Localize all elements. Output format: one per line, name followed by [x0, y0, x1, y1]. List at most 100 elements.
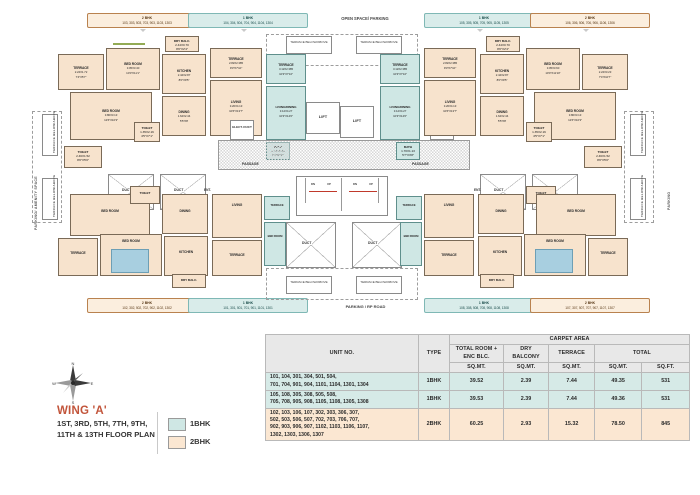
- unit-line: 1302, 1303, 1306, 1307: [270, 431, 324, 438]
- room-dim-m: 2.44X2.87: [177, 73, 191, 78]
- room-dim-m: 2.82X2.385: [229, 61, 243, 66]
- unit-line: 105, 108, 305, 308, 505, 508,: [270, 391, 337, 398]
- room-dim-m: 2.46X1.52: [76, 153, 90, 158]
- room-dim-ft: 8'0"X5'0": [77, 157, 89, 162]
- table-row: 105, 108, 305, 308, 505, 508, 705, 708, …: [265, 389, 690, 409]
- svg-text:E: E: [91, 381, 94, 386]
- callout-units: 103, 303, 503, 703, 903, 1103, 1303: [122, 20, 172, 25]
- lift-left: LIFT: [306, 102, 340, 134]
- room-dim-ft: 10'6"X13'7": [229, 109, 243, 114]
- lift-label: LIFT: [352, 118, 362, 123]
- room-dim-m: 2.46X1.52: [596, 153, 610, 158]
- room-name: TERRACE: [228, 57, 244, 61]
- terrace-top-left-2: TERRACE 2.82X2.385 9'3"X7'10": [210, 48, 262, 78]
- living-bottom-right: LIVING: [424, 194, 474, 238]
- room-dim-m: 3.05X3.60: [546, 66, 560, 71]
- room-name: BED ROOM: [102, 109, 120, 113]
- bedroom-top-left: BED ROOM 3.05X3.40 10'0"X11'1": [106, 43, 160, 90]
- site-boundary-top: [266, 34, 418, 66]
- room-dim-ft: 10'3"X14'0": [279, 113, 293, 118]
- terrace-below-above-top-left: TERRACE BELOW/ABOVE: [286, 36, 332, 54]
- room-dim-ft: 10'3"X7'10": [393, 72, 407, 77]
- site-label-bottom: PARKING / RP ROAD: [345, 304, 386, 309]
- room-dim-ft: 7'4"X5'7": [75, 75, 87, 80]
- table-cell-terrace: 7.44: [548, 389, 595, 409]
- room-name: TERRACE: [70, 251, 86, 255]
- room-name: DRY BALC.: [488, 278, 506, 282]
- room-dim-m: 1.64X2.44: [177, 114, 191, 119]
- terrace-bottom-left: TERRACE: [58, 238, 98, 276]
- room-name: TERRACE: [392, 63, 408, 67]
- callout-pointer: [583, 29, 589, 32]
- terrace-mid-left: TERRACE 3.12X2.385 10'3"X7'10": [266, 54, 306, 84]
- callout-bottom-1: 2 BHK 102, 302, 502, 702, 902, 1102, 130…: [87, 298, 207, 313]
- callout-bottom-2: 1 BHK 101, 301, 501, 701, 901, 1101, 130…: [188, 298, 308, 313]
- callout-type: 2 BHK: [584, 300, 596, 305]
- room-dim-ft: 8'0"X5'0": [597, 157, 609, 162]
- callout-type: 1 BHK: [242, 15, 254, 20]
- site-boundary-bottom: [266, 268, 418, 300]
- duct-center-left: [286, 222, 336, 268]
- terrace-core-right: TERRACE: [396, 196, 422, 220]
- dry-balcony-bottom-right: DRY BALC.: [480, 274, 514, 288]
- table-cell-terrace: 15.32: [548, 407, 595, 442]
- room-name: BATH: [403, 145, 413, 149]
- room-dim-ft: 4'5"X7'1": [533, 133, 545, 138]
- table-cell-total-sqft: 845: [641, 407, 690, 442]
- table-cell-total-sqmt: 78.50: [593, 407, 643, 442]
- terrace-below-label: TERRACE BELOW/ABOVE: [52, 110, 56, 153]
- room-dim-m: 1.35X2.16: [140, 129, 154, 134]
- dry-balcony-bottom-left: DRY BALC.: [172, 274, 206, 288]
- terrace-below-label: TERRACE BELOW/ABOVE: [360, 40, 398, 44]
- table-cell-total-room: 39.52: [449, 372, 504, 391]
- room-name: LIVING: [231, 203, 243, 207]
- callout-type: 2 BHK: [584, 15, 596, 20]
- room-name: DRY BALC.: [173, 39, 191, 43]
- entrance-label-right: ENT.: [474, 188, 481, 192]
- table-header-total-room: TOTAL ROOM + ENC BLC.: [449, 344, 504, 363]
- room-dim-m: 3.12X4.27: [393, 109, 407, 114]
- room-name: TOILET: [533, 126, 545, 130]
- terrace-below-label: TERRACE BELOW/ABOVE: [640, 110, 644, 153]
- room-dim-ft: 5'7"X3'8": [402, 152, 414, 157]
- room-name: KITCHEN: [176, 69, 192, 73]
- unit-line: 502, 503, 506, 507, 702, 703, 706, 707,: [270, 417, 360, 424]
- table-cell-units: 101, 104, 301, 304, 501, 504, 701, 704, …: [265, 372, 419, 391]
- floor-line-2: 11TH & 13TH FLOOR PLAN: [57, 429, 155, 439]
- room-name: TERRACE: [597, 66, 613, 70]
- room-dim-ft: 7'4"X10'7": [598, 75, 612, 80]
- kitchen-bottom-left: KITCHEN: [164, 236, 208, 276]
- duct-label: DUCT: [121, 188, 133, 192]
- compass-rose: N S E W: [52, 361, 94, 405]
- duct-label: DUCT: [367, 241, 379, 245]
- elect-duct-left: ELECT. DUCT: [230, 120, 254, 140]
- table-header-unit-sqmt-2: SQ.MT.: [502, 361, 550, 374]
- callout-units: 102, 302, 502, 702, 902, 1102, 1302: [122, 305, 172, 310]
- terrace-top-left: TERRACE 2.24X1.72 7'4"X5'7": [58, 54, 104, 90]
- legend-swatch-1bhk: [168, 418, 186, 431]
- toilet-left-2: TOILET 2.46X1.52 8'0"X5'0": [64, 146, 102, 168]
- legend-swatch-2bhk: [168, 436, 186, 449]
- table-cell-terrace: 7.44: [548, 372, 595, 391]
- kitchen-top-right: KITCHEN 2.44X2.87 8'0"X9'5": [480, 54, 524, 94]
- site-label-top: OPEN SPACE/ PARKING: [341, 16, 389, 21]
- bedroom-core-right: BED ROOM: [400, 222, 422, 266]
- dry-line2: BALCONY: [512, 353, 540, 360]
- table-cell-dry-balcony: 2.93: [502, 407, 550, 442]
- room-name: BED ROOM: [101, 209, 119, 213]
- room-dim-m: 2.82X2.385: [443, 61, 457, 66]
- lift-right: LIFT: [340, 106, 374, 138]
- room-dim-ft: 8'0"X9'5": [496, 78, 508, 83]
- room-name: DINING: [179, 209, 191, 213]
- table-cell-type: 2BHK: [417, 407, 451, 442]
- callout-bottom-4: 2 BHK 107, 307, 507, 707, 907, 1107, 130…: [530, 298, 650, 313]
- duct-label: DUCT: [493, 188, 505, 192]
- stair-dn-label: DN: [353, 182, 358, 186]
- room-dim-m: 1.35X2.16: [532, 129, 546, 134]
- callout-type: 2 BHK: [141, 15, 153, 20]
- site-label-right: PARKING: [667, 191, 671, 210]
- room-dim-ft: 9'3"X7'10": [443, 66, 457, 71]
- dining-right: DINING 1.64X2.44 5'5"X8': [480, 96, 524, 136]
- svg-text:S: S: [72, 400, 75, 404]
- terrace-top-right: TERRACE 2.24X3.23 7'4"X10'7": [582, 54, 628, 90]
